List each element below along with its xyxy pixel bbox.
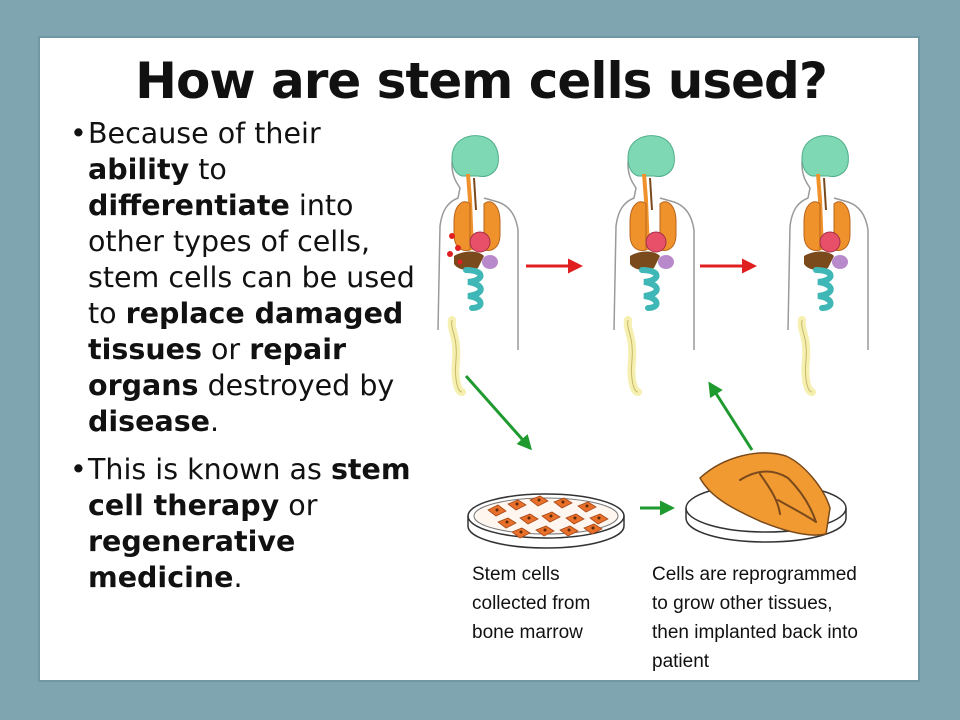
caption-line: Cells are reprogrammed <box>652 564 857 585</box>
bullet-text: into other types of cells, stem cells ca… <box>88 189 415 330</box>
bullet-list: • Because of their ability to differenti… <box>70 116 430 608</box>
bullet-bold-text: stem cell therapy <box>88 453 411 522</box>
bullet-text: . <box>233 561 243 594</box>
patient-body-3 <box>788 136 868 392</box>
diseased-marks <box>447 233 463 265</box>
bullet-item: • Because of their ability to differenti… <box>70 116 430 440</box>
bullet-bold-text: replace damaged tissues <box>88 297 404 366</box>
bullet-text: . <box>210 405 220 438</box>
bullet-marker: • <box>70 117 87 150</box>
caption-line: patient <box>652 651 710 672</box>
slide: How are stem cells used? • Because of th… <box>38 36 920 682</box>
petri-dish-cells <box>467 493 625 549</box>
caption-cells-reprogrammed: Cells are reprogrammed to grow other tis… <box>652 560 858 676</box>
green-arrow-up <box>708 381 754 451</box>
bullet-text: or <box>201 333 250 366</box>
green-arrow-down <box>464 375 532 451</box>
caption-line: then implanted back into <box>652 622 858 643</box>
patient-body-2 <box>614 136 694 392</box>
bullet-text: Because of their <box>88 117 321 150</box>
bullet-bold-text: repair organs <box>88 333 347 402</box>
slide-title: How are stem cells used? <box>135 52 828 110</box>
bullet-item: • This is known as stem cell therapy or … <box>70 452 430 596</box>
bullet-marker: • <box>70 453 87 486</box>
bullet-bold-text: ability <box>88 153 190 186</box>
bullet-text: destroyed by <box>198 369 395 402</box>
caption-stem-cells-collected: Stem cells collected from bone marrow <box>472 560 590 647</box>
bullet-bold-text: regenerative medicine <box>88 525 296 594</box>
stem-cell-therapy-diagram <box>40 38 922 549</box>
bullet-bold-text: disease <box>88 405 210 438</box>
bullet-text: This is known as <box>88 453 331 486</box>
bullet-bold-text: differentiate <box>88 189 290 222</box>
caption-line: collected from <box>472 593 591 614</box>
patient-body-1 <box>438 136 518 392</box>
petri-dish-tissue <box>685 452 847 543</box>
bullet-text: to <box>189 153 227 186</box>
bullet-text: or <box>279 489 318 522</box>
caption-line: to grow other tissues, <box>652 593 833 614</box>
caption-line: bone marrow <box>472 622 583 643</box>
caption-line: Stem cells <box>472 564 560 585</box>
